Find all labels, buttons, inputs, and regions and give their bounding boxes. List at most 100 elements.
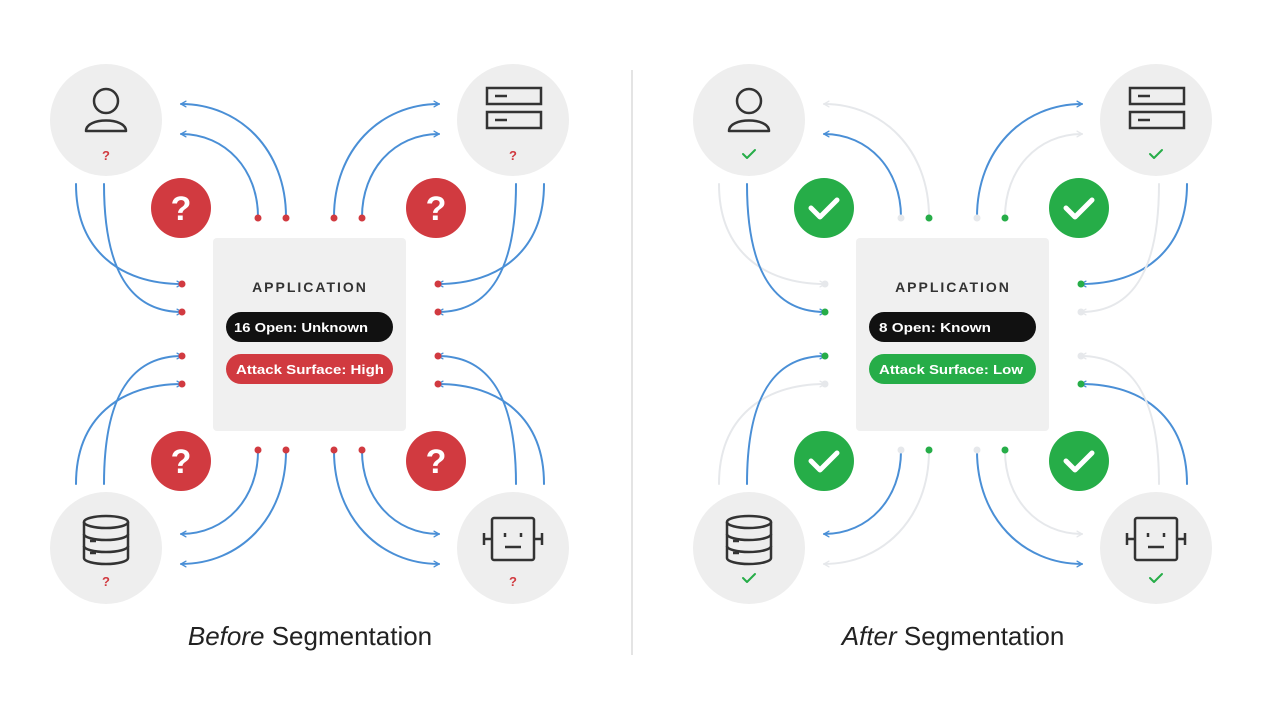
- port-dot: [254, 446, 262, 454]
- connection-arrow: [437, 352, 517, 485]
- attack-surface-badge: Attack Surface: High: [236, 362, 384, 377]
- connection-arrow: [437, 183, 517, 316]
- port-dot: [434, 380, 442, 388]
- database-icon: [82, 514, 130, 566]
- port-dot: [821, 380, 829, 388]
- check-badge: [1049, 431, 1109, 491]
- port-dot: [330, 446, 338, 454]
- port-dot: [1001, 446, 1009, 454]
- port-dot: [178, 308, 186, 316]
- port-dot: [821, 352, 829, 360]
- check-icon: [1149, 573, 1163, 583]
- quadrant-dots-tl: [178, 214, 290, 316]
- after-node-robot: [1100, 492, 1212, 604]
- connection-arrow: [1080, 183, 1188, 288]
- port-dot: [1077, 352, 1085, 360]
- port-dot: [178, 352, 186, 360]
- after-app-card: APPLICATION 8 Open: Known Attack Surface…: [856, 238, 1049, 431]
- before-node-database: ?: [50, 492, 162, 604]
- port-dot: [358, 446, 366, 454]
- port-dot: [282, 214, 290, 222]
- connection-arrow: [437, 380, 545, 485]
- before-panel: APPLICATION 16 Open: Unknown Attack Surf…: [50, 64, 569, 651]
- quadrant-dots-tr: [330, 214, 442, 316]
- user-icon: [727, 87, 771, 133]
- port-dot: [434, 352, 442, 360]
- check-icon: [808, 450, 840, 473]
- blocked-connection-arrow: [1080, 183, 1160, 316]
- connection-arrow: [103, 183, 183, 316]
- blocked-connection-arrow: [718, 380, 826, 485]
- before-app-card: APPLICATION 16 Open: Unknown Attack Surf…: [213, 238, 406, 431]
- before-panel-title: Before Segmentation: [188, 621, 432, 651]
- quadrant-tr: [333, 100, 545, 316]
- badge-circle: [794, 178, 854, 238]
- server-icon: [485, 86, 543, 130]
- port-dot: [1001, 214, 1009, 222]
- connection-arrow: [180, 130, 259, 218]
- port-dot: [178, 280, 186, 288]
- node-status-mark: ?: [509, 574, 517, 589]
- server-icon: [1128, 86, 1186, 130]
- port-dot: [254, 214, 262, 222]
- port-dot: [330, 214, 338, 222]
- connection-arrow: [746, 352, 826, 485]
- connection-arrow: [823, 130, 902, 218]
- blocked-connection-arrow: [1004, 130, 1083, 218]
- question-mark-icon: ?: [171, 190, 192, 228]
- badge-circle: [151, 431, 211, 491]
- port-dot: [1077, 380, 1085, 388]
- check-badge: [794, 178, 854, 238]
- after-node-database: [693, 492, 805, 604]
- port-dot: [897, 446, 905, 454]
- connection-arrow: [361, 130, 440, 218]
- app-card-label: APPLICATION: [895, 279, 1011, 295]
- before-port-dots: [178, 214, 442, 454]
- after-node-server: [1100, 64, 1212, 176]
- badge-circle: [151, 178, 211, 238]
- port-dot: [897, 214, 905, 222]
- badge-circle: [1049, 178, 1109, 238]
- connection-arrow: [180, 450, 287, 568]
- after-panel: APPLICATION 8 Open: Known Attack Surface…: [693, 64, 1212, 651]
- connection-arrow: [437, 183, 545, 288]
- open-ports-badge-bg: [869, 312, 1036, 342]
- connection-arrow: [75, 183, 183, 288]
- quadrant-dots-tl: [821, 214, 933, 316]
- attack-surface-badge-bg: [226, 354, 393, 384]
- connection-arrow: [746, 183, 826, 316]
- connection-arrow: [976, 100, 1083, 218]
- question-badge: ?: [406, 178, 466, 238]
- open-ports-badge: 16 Open: Unknown: [234, 320, 368, 335]
- app-card-label: APPLICATION: [252, 279, 368, 295]
- port-dot: [1077, 280, 1085, 288]
- open-ports-badge: 8 Open: Known: [879, 320, 991, 335]
- blocked-connection-arrow: [718, 183, 826, 288]
- port-dot: [973, 214, 981, 222]
- badge-circle: [794, 431, 854, 491]
- question-badge: ?: [406, 431, 466, 491]
- blocked-connection-arrow: [823, 100, 930, 218]
- node-circle: [50, 492, 162, 604]
- port-dot: [1077, 308, 1085, 316]
- port-dot: [925, 446, 933, 454]
- question-mark-icon: ?: [426, 443, 447, 481]
- node-status-mark: ?: [102, 148, 110, 163]
- after-panel-title: After Segmentation: [840, 621, 1065, 651]
- blocked-connection-arrow: [1004, 450, 1083, 538]
- check-icon: [742, 573, 756, 583]
- connection-arrow: [103, 352, 183, 485]
- connection-arrow: [1080, 380, 1188, 485]
- after-port-dots: [821, 214, 1085, 454]
- quadrant-dots-tr: [973, 214, 1085, 316]
- question-mark-icon: ?: [171, 443, 192, 481]
- connection-arrow: [333, 100, 440, 218]
- robot-icon: [1125, 516, 1187, 562]
- connection-arrow: [976, 450, 1083, 568]
- node-circle: [693, 492, 805, 604]
- robot-icon: [482, 516, 544, 562]
- before-node-server: ?: [457, 64, 569, 176]
- attack-surface-badge: Attack Surface: Low: [879, 362, 1024, 377]
- after-arrows: [718, 100, 1188, 568]
